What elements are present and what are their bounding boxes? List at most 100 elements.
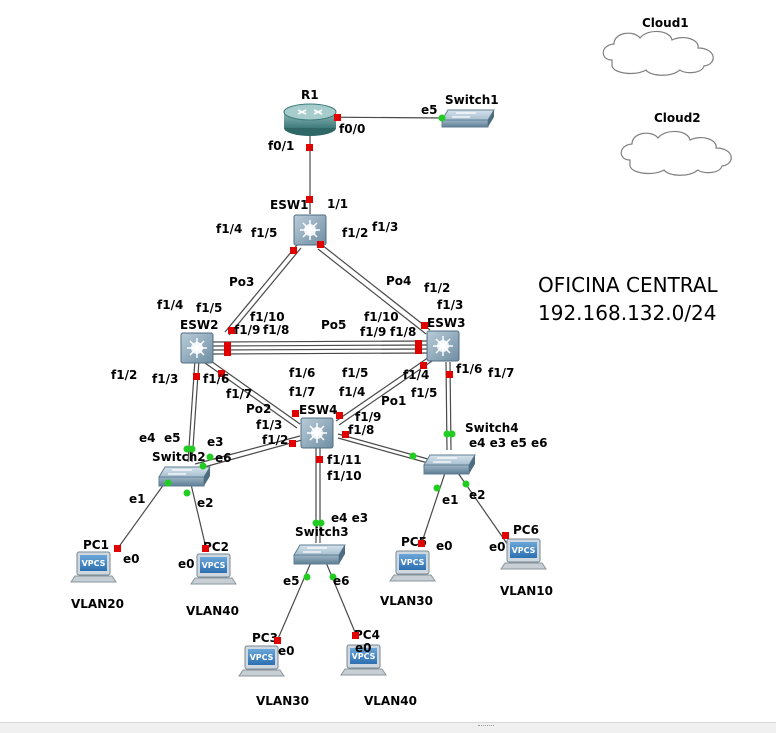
switch-icon [293, 544, 346, 556]
switch-switch4[interactable]: Switch4 [423, 421, 519, 475]
svg-text:f1/4: f1/4 [403, 368, 429, 382]
svg-text:e5: e5 [164, 431, 181, 445]
switch-switch1[interactable]: Switch1 [441, 93, 499, 128]
esw4-label: ESW4 [299, 403, 337, 417]
svg-text:f1/7: f1/7 [488, 366, 514, 380]
canvas-scrollbar[interactable] [0, 722, 776, 733]
link-esw2-esw4[interactable] [204, 358, 301, 429]
svg-text:f1/3: f1/3 [437, 298, 463, 312]
office-note[interactable]: OFICINA CENTRAL 192.168.132.0/24 [538, 273, 719, 325]
pc3-vlan: VLAN30 [256, 694, 309, 708]
svg-text:f1/6: f1/6 [203, 372, 229, 386]
svg-text:Po2: Po2 [246, 402, 271, 416]
svg-text:e5: e5 [283, 574, 300, 588]
svg-text:f1/5: f1/5 [411, 386, 437, 400]
svg-text:f1/3: f1/3 [152, 372, 178, 386]
svg-text:f1/9: f1/9 [360, 325, 386, 339]
pc6-label: PC6 [513, 523, 539, 537]
r1-label: R1 [301, 88, 319, 102]
svg-text:1/1: 1/1 [327, 197, 348, 211]
svg-text:e5: e5 [421, 103, 438, 117]
esw2[interactable]: ESW2 [180, 318, 218, 364]
switch4-label: Switch4 [465, 421, 519, 435]
svg-text:f1/8: f1/8 [390, 325, 416, 339]
pc6-vlan: VLAN10 [500, 584, 553, 598]
svg-text:f1/9: f1/9 [234, 323, 260, 337]
pc-pc6[interactable]: VPCS PC6 VLAN10 [500, 523, 553, 598]
svg-text:VPCS: VPCS [202, 561, 226, 570]
svg-text:Po4: Po4 [386, 274, 411, 288]
svg-text:f1/5: f1/5 [342, 366, 368, 380]
link-esw4-switch3[interactable] [315, 448, 321, 543]
svg-text:f1/4: f1/4 [157, 298, 183, 312]
svg-text:VPCS: VPCS [250, 653, 274, 662]
svg-text:Po1: Po1 [381, 394, 406, 408]
scrollbar-grip[interactable] [478, 725, 494, 730]
svg-text:f1/2: f1/2 [111, 368, 137, 382]
svg-text:f1/7: f1/7 [289, 385, 315, 399]
cloud-icon [620, 130, 732, 176]
esw3[interactable]: ESW3 [426, 316, 465, 362]
svg-text:f1/7: f1/7 [226, 387, 252, 401]
link-switch3-pc4[interactable] [324, 559, 358, 638]
link-esw2-esw3[interactable] [212, 340, 428, 355]
svg-text:e0: e0 [436, 539, 453, 553]
switch-switch3[interactable]: Switch3 [293, 525, 349, 565]
esw1[interactable]: ESW1 [270, 198, 327, 246]
link-esw1-esw2[interactable] [224, 244, 302, 336]
link-switch4-pc5[interactable] [420, 472, 446, 546]
cloud2[interactable]: Cloud2 [620, 111, 732, 176]
switch2-label: Switch2 [152, 450, 206, 464]
pc-pc2[interactable]: VPCS PC2 VLAN40 [186, 540, 239, 618]
svg-text:f1/2: f1/2 [424, 281, 450, 295]
svg-text:f1/11: f1/11 [327, 453, 362, 467]
svg-text:Po5: Po5 [321, 318, 346, 332]
port-labels: f0/0 e5 f0/1 1/1 f1/4 f1/5 f1/2 f1/3 Po3… [111, 103, 548, 658]
svg-text:e2: e2 [197, 496, 214, 510]
link-esw1-esw3[interactable] [317, 244, 431, 335]
svg-text:f1/5: f1/5 [251, 226, 277, 240]
svg-text:f1/10: f1/10 [327, 469, 362, 483]
svg-text:f0/0: f0/0 [339, 122, 365, 136]
switch-icon [423, 454, 476, 466]
svg-text:e6: e6 [333, 574, 350, 588]
svg-text:e4 e3: e4 e3 [331, 511, 368, 525]
svg-text:e1: e1 [442, 493, 459, 507]
svg-text:VPCS: VPCS [352, 652, 376, 661]
cloud2-label: Cloud2 [654, 111, 701, 125]
svg-text:f1/3: f1/3 [256, 418, 282, 432]
cloud1[interactable]: Cloud1 [602, 16, 714, 76]
svg-text:f1/9: f1/9 [355, 410, 381, 424]
svg-text:f1/2: f1/2 [262, 433, 288, 447]
svg-text:e3: e3 [207, 435, 224, 449]
esw4[interactable]: ESW4 [299, 403, 337, 449]
pc2-vlan: VLAN40 [186, 604, 239, 618]
svg-text:f1/4: f1/4 [216, 222, 242, 236]
pc1-label: PC1 [83, 538, 109, 552]
pc5-vlan: VLAN30 [380, 594, 433, 608]
pc2-label: PC2 [203, 540, 229, 554]
office-network: 192.168.132.0/24 [538, 301, 717, 325]
svg-text:f1/5: f1/5 [196, 301, 222, 315]
pc-pc4[interactable]: VPCS PC4 VLAN40 [340, 628, 417, 708]
svg-text:f1/10: f1/10 [364, 310, 399, 324]
router-r1[interactable]: R1 [283, 88, 337, 136]
pc-pc3[interactable]: VPCS PC3 VLAN30 [238, 631, 309, 708]
svg-text:f1/8: f1/8 [263, 323, 289, 337]
pc-pc1[interactable]: VPCS PC1 VLAN20 [70, 538, 124, 611]
link-switch2-pc2[interactable] [189, 479, 207, 549]
svg-text:f1/10: f1/10 [250, 310, 285, 324]
link-esw3-esw4[interactable] [335, 354, 436, 426]
pc-pc5[interactable]: VPCS PC5 VLAN30 [380, 535, 436, 608]
svg-text:e0: e0 [178, 557, 195, 571]
esw2-label: ESW2 [180, 318, 218, 332]
svg-text:f1/8: f1/8 [348, 423, 374, 437]
link-switch3-pc3[interactable] [276, 559, 313, 642]
pc1-vlan: VLAN20 [71, 597, 124, 611]
svg-text:VPCS: VPCS [512, 546, 536, 555]
svg-text:e0: e0 [278, 644, 295, 658]
svg-text:VPCS: VPCS [82, 559, 106, 568]
svg-text:f1/3: f1/3 [372, 220, 398, 234]
svg-text:e6: e6 [215, 451, 232, 465]
